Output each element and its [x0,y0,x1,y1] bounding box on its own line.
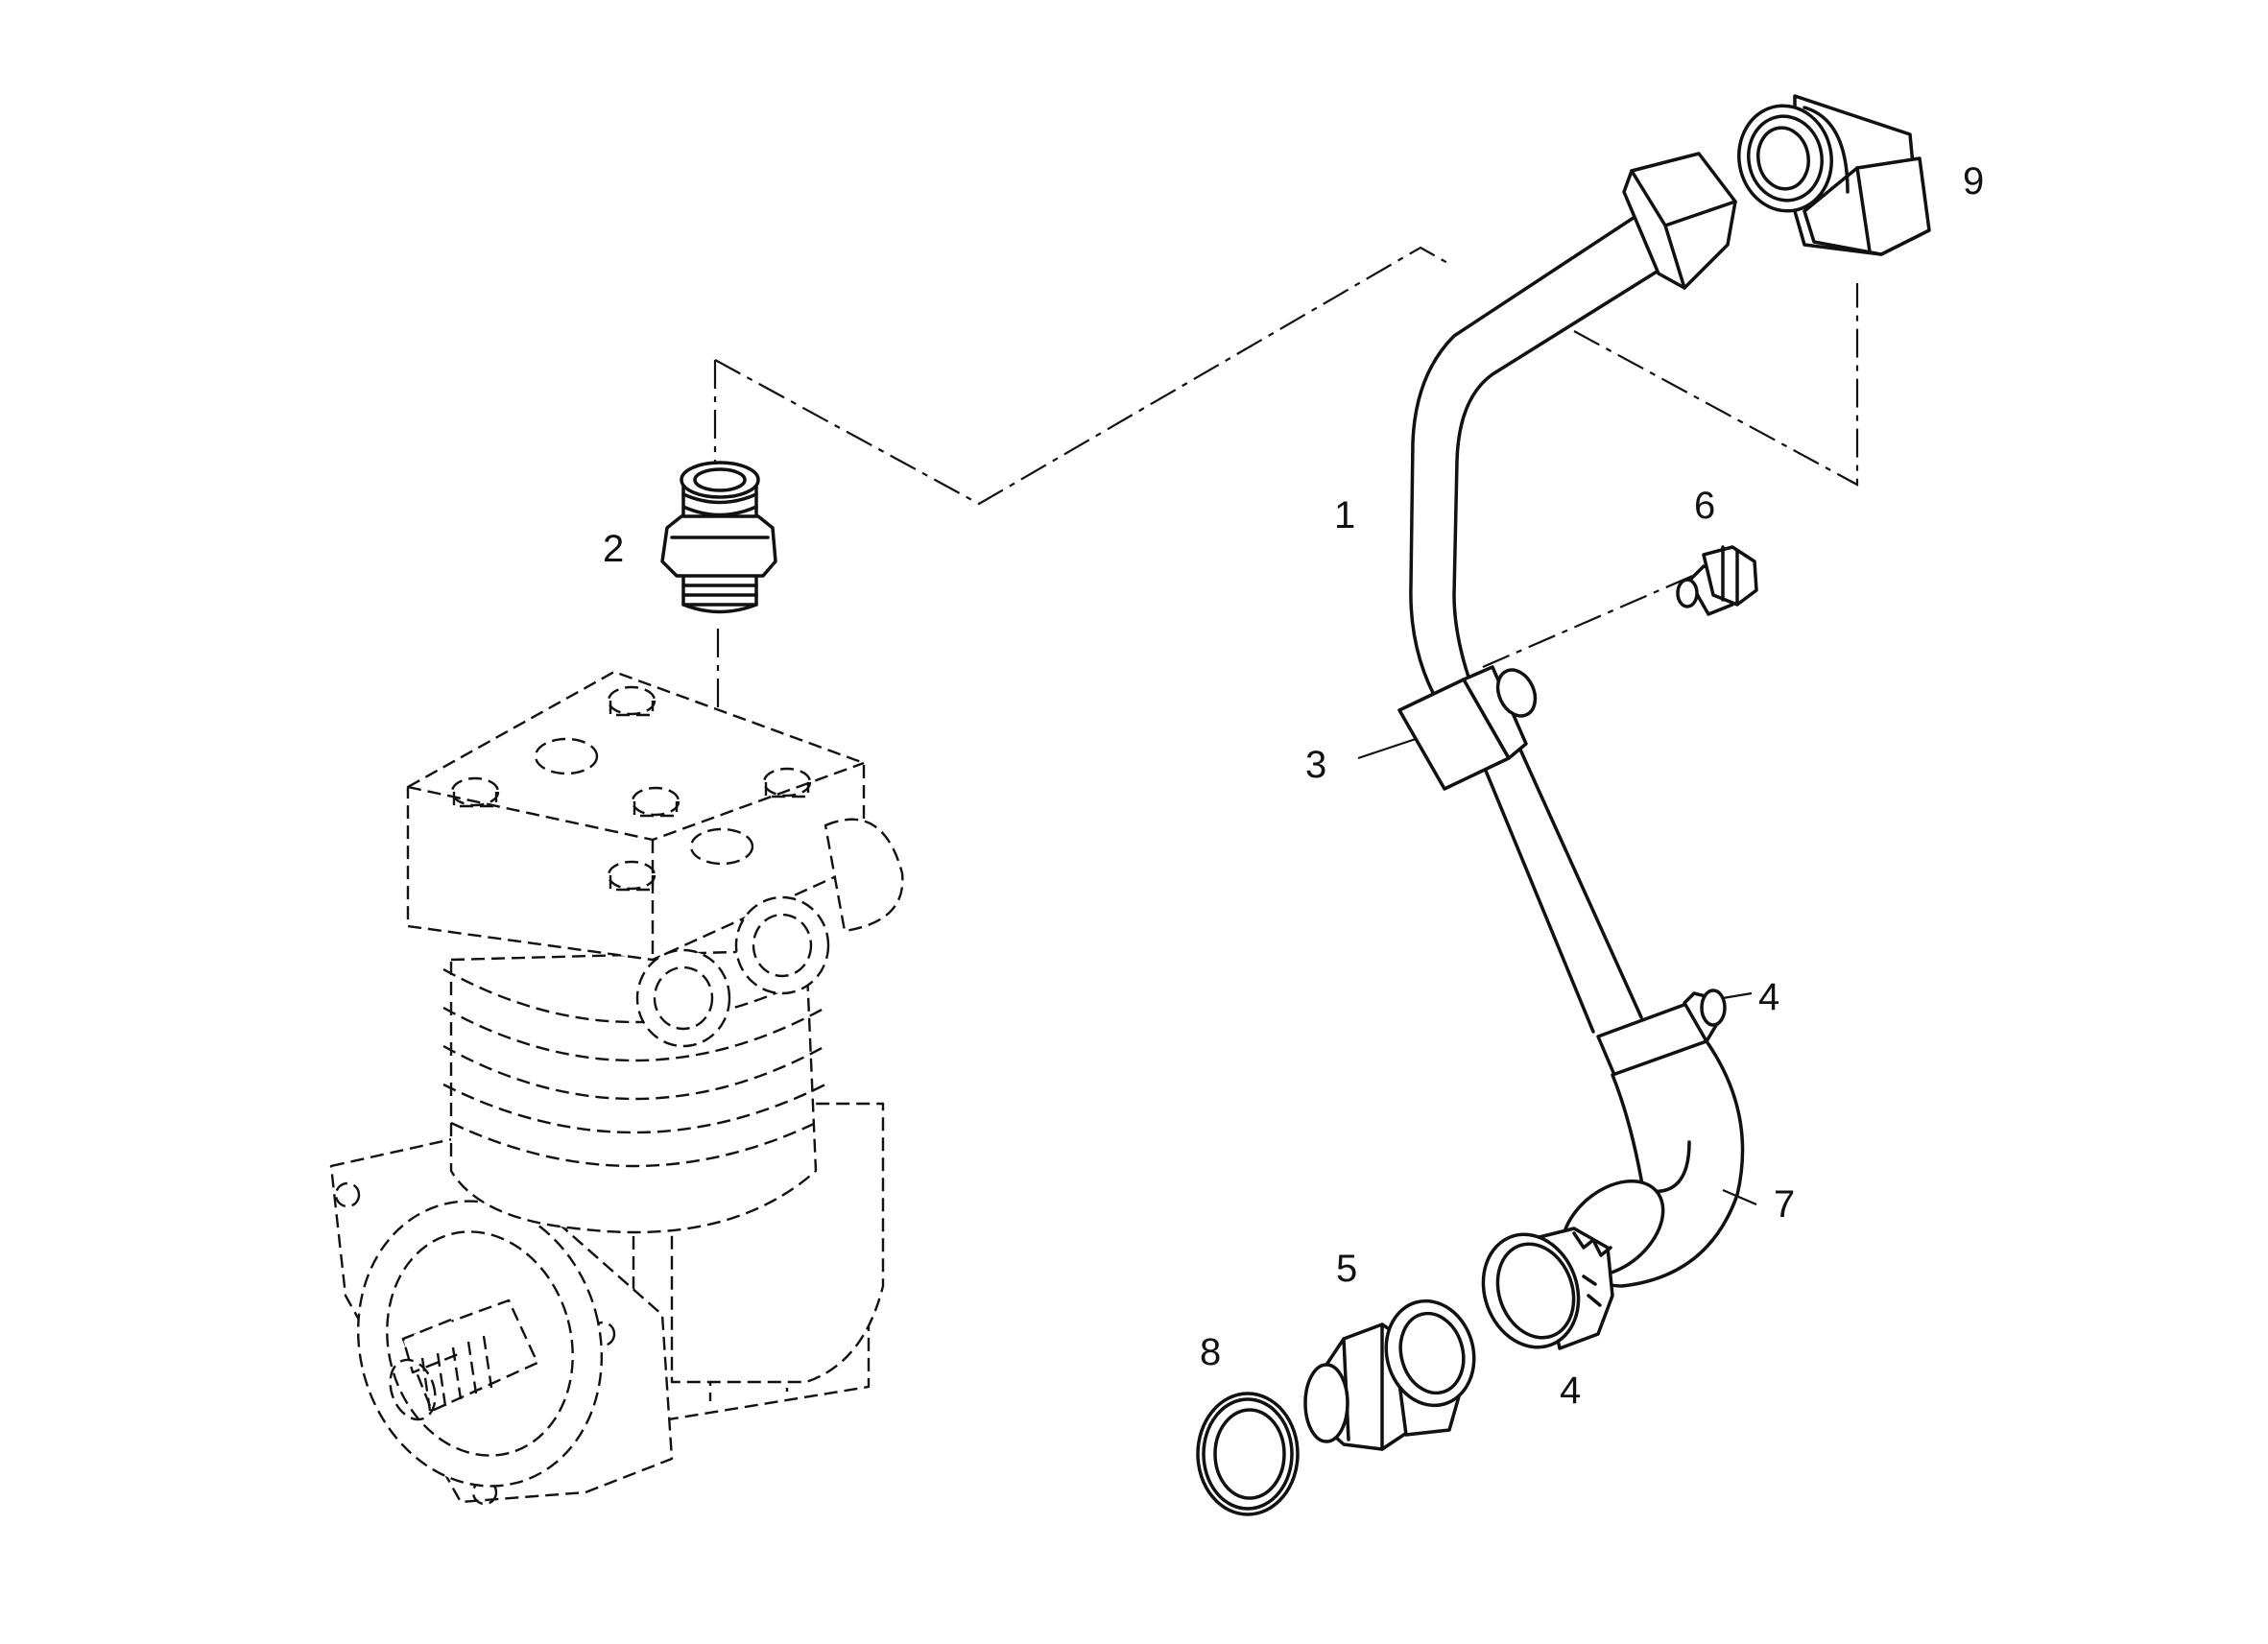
seal-ring-part-8 [1196,1392,1300,1516]
callout-labels: 1 2 3 4 4 5 6 7 8 9 [603,160,1984,1412]
elbow-fitting-part-9 [1737,94,1931,256]
callout-5: 5 [1336,1248,1357,1290]
bolt-part-6 [1676,545,1758,616]
fitting-part-2 [660,461,777,614]
leader-lines [1357,737,1757,1206]
callout-1: 1 [1334,494,1355,536]
adapter-part-5 [1303,1299,1476,1451]
hose-clamp-part-4-lower [1481,1227,1614,1350]
callout-7: 7 [1774,1183,1795,1226]
callout-9: 9 [1963,160,1984,203]
pipe-part-1 [1409,152,1737,1034]
air-compressor [329,670,904,1506]
clamp-part-3 [1397,665,1538,791]
callout-4-upper: 4 [1758,976,1779,1018]
callout-8: 8 [1200,1331,1221,1373]
hose-clamp-part-4-upper [1596,989,1727,1077]
callout-3: 3 [1305,744,1326,786]
callout-6: 6 [1694,485,1715,527]
callout-4-lower: 4 [1560,1370,1581,1412]
assembly-lines [713,246,1859,859]
callout-2: 2 [603,528,624,570]
